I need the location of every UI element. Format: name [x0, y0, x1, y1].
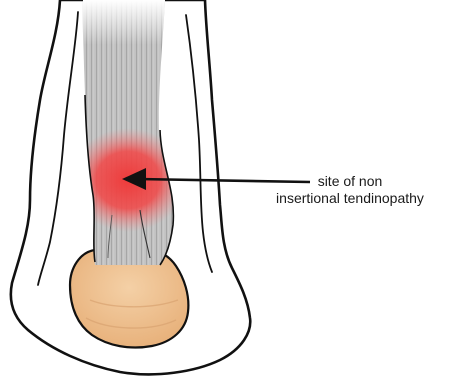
annotation-label-line-2: insertional tendinopathy	[250, 190, 450, 207]
annotation-label-line-1: site of non	[250, 173, 450, 190]
